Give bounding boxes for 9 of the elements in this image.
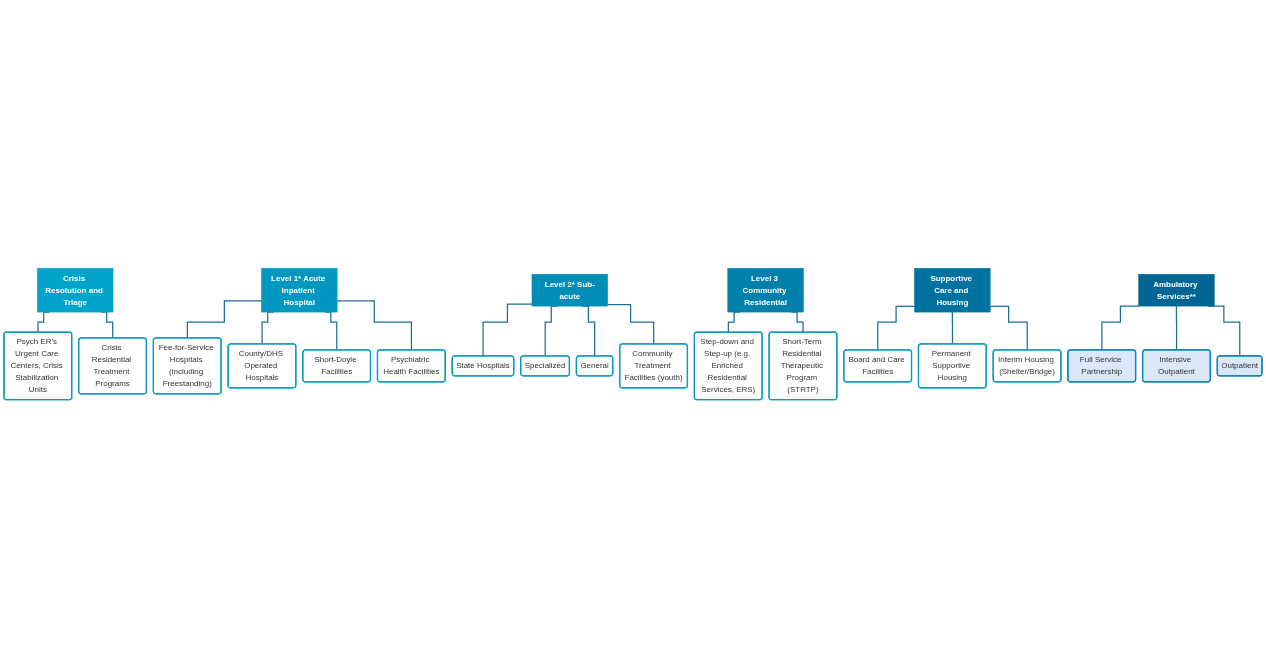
connector (951, 311, 954, 345)
connector (1175, 305, 1178, 351)
connector (877, 305, 916, 351)
connector (186, 300, 263, 339)
connector (989, 305, 1028, 351)
connector (482, 303, 533, 357)
connector (1101, 305, 1140, 351)
connector (607, 303, 655, 345)
connector (336, 300, 413, 351)
